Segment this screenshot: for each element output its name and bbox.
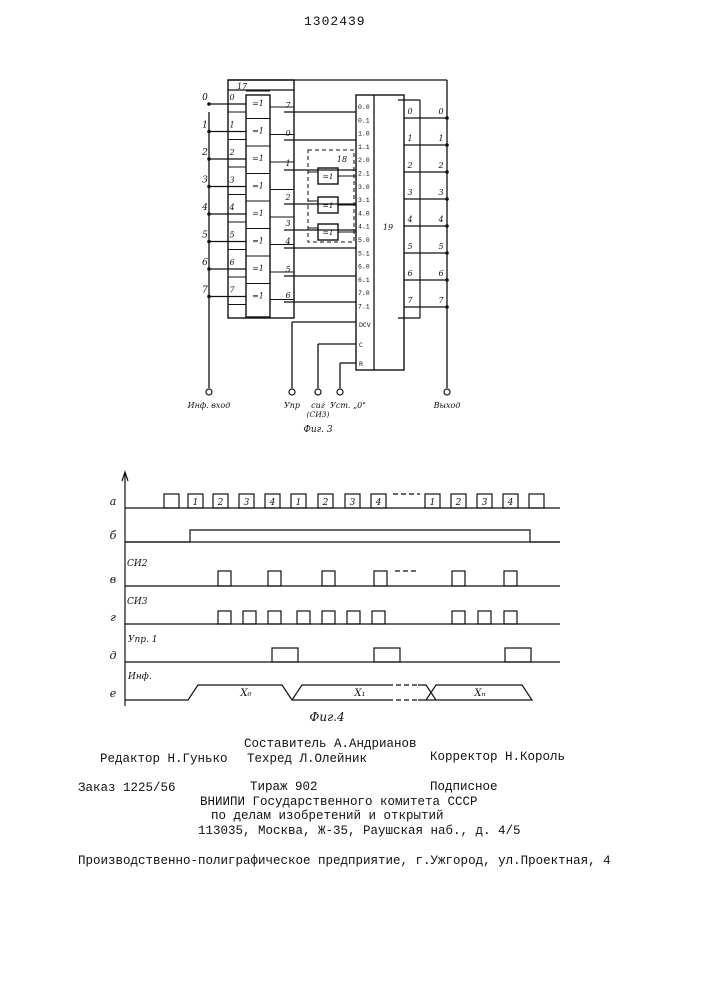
row-label-si2: СИ2 [127,559,148,569]
pulse-a-number: 1 [430,498,436,508]
footer-circulation: Тираж 902 [250,780,318,794]
row-letter: а [110,495,117,508]
pulse-g [322,611,335,624]
row-label-inf: Инф. [127,672,152,682]
footer-address: 113035, Москва, Ж-35, Раушская наб., д. … [198,824,521,838]
pulse-v [268,571,281,586]
pulse-d [272,648,298,662]
pulse-d [374,648,400,662]
row-letter: е [110,687,117,700]
signal-label-xn: Xₙ [473,688,485,699]
row-letter: б [110,529,117,542]
footer-editor: Редактор Н.Гунько [100,752,228,766]
pulse-a [164,494,179,508]
pulse-g [297,611,310,624]
pulse-a-number: 4 [375,498,382,508]
pulse-g [478,611,491,624]
pulse-v [504,571,517,586]
footer-compiler: Составитель А.Андрианов [244,737,417,751]
pulse-v [374,571,387,586]
pulse-b [125,530,560,542]
signal-label-x0: X₀ [239,688,251,699]
pulse-g [347,611,360,624]
pulse-a-number: 4 [507,498,514,508]
pulse-v [322,571,335,586]
pulse-a-number: 4 [269,498,276,508]
pulse-a-number: 2 [455,498,462,508]
row-label-si3: СИ3 [127,597,148,607]
pulse-a [529,494,544,508]
figure-4-caption: Фиг.4 [309,710,344,724]
pulse-g [218,611,231,624]
footer-order: Заказ 1225/56 [78,781,176,795]
pulse-g [504,611,517,624]
pulse-a-number: 3 [482,498,488,508]
pulse-a-number: 1 [193,498,199,508]
row-letter: в [110,573,116,586]
pulse-a-number: 3 [350,498,356,508]
page-number: 1302439 [304,14,366,29]
pulse-g [372,611,385,624]
footer-printer: Производственно-полиграфическое предприя… [78,854,611,868]
footer-org2: по делам изобретений и открытий [211,809,444,823]
pulse-a-number: 3 [244,498,250,508]
row-letter: д [110,649,117,662]
pulse-a-number: 1 [296,498,302,508]
pulse-v [452,571,465,586]
footer-org1: ВНИИПИ Государственного комитета СССР [200,795,478,809]
signal-e-ellipsis [388,685,418,700]
pulse-g [243,611,256,624]
row-letter: г [110,611,116,624]
pulse-v [218,571,231,586]
figure-4-timing-diagram: а б в г д е СИ2СИ3Упр. 1 Инф. 1 2 3 4 1 2 3 4 1 2 3 4X₀ X₁ Xₙ… [0,0,707,740]
signal-e-a [125,685,388,700]
pulse-a-number: 2 [217,498,224,508]
footer-corrector: Корректор Н.Король [430,750,565,764]
row-label-upr: Упр. 1 [128,635,158,645]
footer-subscription: Подписное [430,780,498,794]
pulse-a-number: 2 [322,498,329,508]
pulse-g [268,611,281,624]
pulse-g [452,611,465,624]
pulse-d [505,648,531,662]
signal-label-x1: X₁ [353,688,365,699]
footer-techred: Техред Л.Олейник [247,752,367,766]
